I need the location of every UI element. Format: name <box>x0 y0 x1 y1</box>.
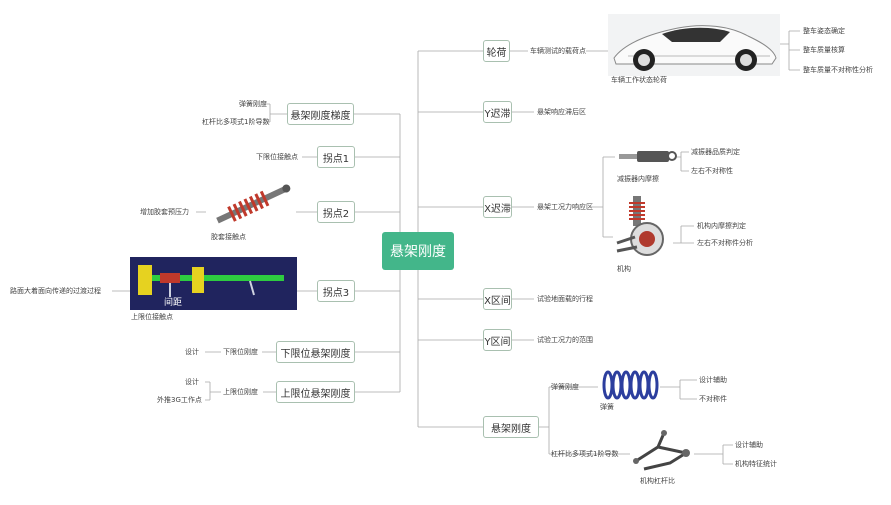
upper-limit-sub: 上限位刚度 <box>223 388 258 396</box>
branch-stiffness-gradient[interactable]: 悬架刚度梯度 <box>287 103 354 125</box>
bump-stop-image-text: 间距 <box>164 296 182 308</box>
inflection-2-item: 增加胶套预压力 <box>140 208 189 216</box>
damper-caption: 减振器内摩擦 <box>617 175 659 183</box>
spring-label: 弹簧刚度 <box>551 383 579 391</box>
lever-caption: 机构杠杆比 <box>640 477 675 485</box>
lunhe-item-1: 整车姿态确定 <box>803 27 845 35</box>
car-image <box>608 14 780 76</box>
spring-image <box>600 368 660 402</box>
branch-inflection-2[interactable]: 拐点2 <box>317 201 355 223</box>
spring-item-1: 设计辅助 <box>699 376 727 384</box>
gradient-item-1: 弹簧刚度 <box>239 100 267 108</box>
bushing-image <box>206 183 296 227</box>
root-node[interactable]: 悬架刚度 <box>382 232 454 270</box>
y-lag-sub: 悬架响应滞后区 <box>537 108 586 116</box>
mechanism-caption: 机构 <box>617 265 631 273</box>
lower-limit-item: 设计 <box>185 348 199 356</box>
branch-inflection-3[interactable]: 拐点3 <box>317 280 355 302</box>
bump-stop-image: 间距 <box>130 257 297 310</box>
gradient-item-2: 杠杆比多项式1阶导数 <box>202 118 270 126</box>
branch-y-range[interactable]: Y区间 <box>483 329 512 351</box>
lunhe-item-3: 整车质量不对称性分析 <box>803 66 873 74</box>
lever-item-1: 设计辅助 <box>735 441 763 449</box>
branch-inflection-1[interactable]: 拐点1 <box>317 146 355 168</box>
lever-item-2: 机构特征统计 <box>735 460 777 468</box>
upper-limit-item-2: 外推3G工作点 <box>157 396 202 404</box>
branch-y-lag[interactable]: Y迟滞 <box>483 101 512 123</box>
lever-label: 杠杆比多项式1阶导数 <box>551 450 619 458</box>
damper-image <box>615 139 677 173</box>
mechanism-image <box>613 193 673 261</box>
damper-item-1: 减振器品质判定 <box>691 148 740 156</box>
mechanism-item-2: 左右不对称件分析 <box>697 239 753 247</box>
branch-lower-limit-stiffness[interactable]: 下限位悬架刚度 <box>276 341 355 363</box>
lunhe-sub: 车辆测试的载荷点 <box>530 47 586 55</box>
x-lag-sub: 悬架工况力响应区 <box>537 203 593 211</box>
bushing-caption: 胶套接触点 <box>211 233 246 241</box>
bump-stop-caption: 上限位接触点 <box>131 313 173 321</box>
damper-item-2: 左右不对称性 <box>691 167 733 175</box>
inflection-1-item: 下限位接触点 <box>256 153 298 161</box>
car-caption: 车辆工作状态轮荷 <box>611 76 667 84</box>
branch-x-lag[interactable]: X迟滞 <box>483 196 512 218</box>
branch-suspension-stiffness[interactable]: 悬架刚度 <box>483 416 539 438</box>
branch-lunhe[interactable]: 轮荷 <box>483 40 510 62</box>
y-range-sub: 试验工况力的范围 <box>537 336 593 344</box>
spring-item-2: 不对称件 <box>699 395 727 403</box>
inflection-3-item: 路面大着面向传递的过渡过程 <box>10 287 101 295</box>
lower-limit-sub: 下限位刚度 <box>223 348 258 356</box>
x-range-sub: 试验地面载的行程 <box>537 295 593 303</box>
upper-limit-item-1: 设计 <box>185 378 199 386</box>
mechanism-item-1: 机构内摩擦判定 <box>697 222 746 230</box>
branch-x-range[interactable]: X区间 <box>483 288 512 310</box>
spring-caption: 弹簧 <box>600 403 614 411</box>
branch-upper-limit-stiffness[interactable]: 上限位悬架刚度 <box>276 381 355 403</box>
lever-mechanism-image <box>630 427 694 475</box>
lunhe-item-2: 整车质量核算 <box>803 46 845 54</box>
